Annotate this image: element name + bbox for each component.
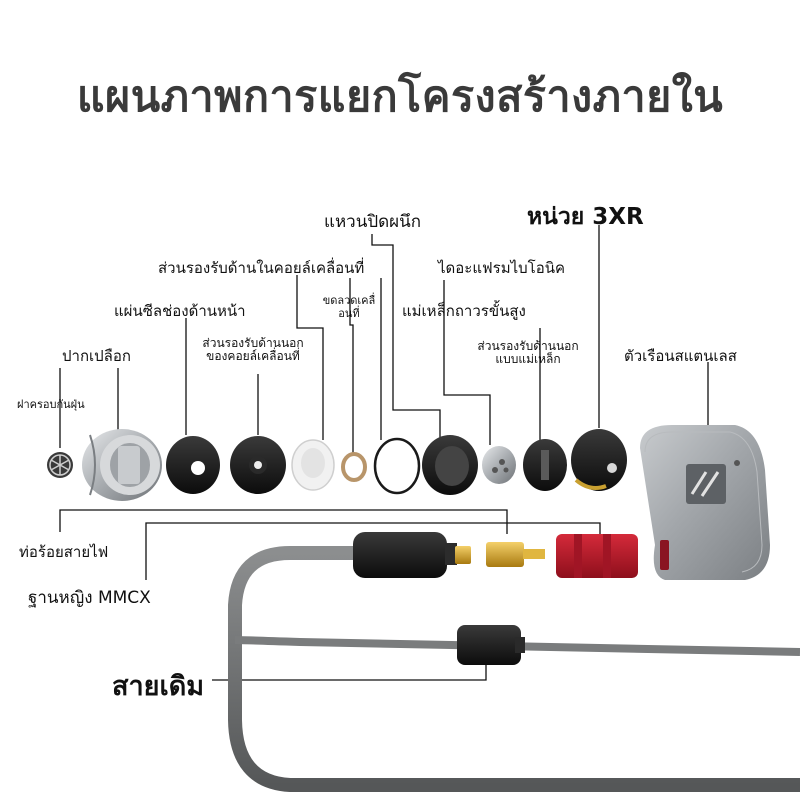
- label-driver-unit: หน่วย 3XR: [527, 204, 644, 230]
- label-wire-conduit: ท่อร้อยสายไฟ: [19, 543, 109, 561]
- cable: [228, 532, 800, 792]
- label-nozzle: ปากเปลือก: [62, 347, 131, 365]
- magnet-icon: [482, 446, 516, 484]
- label-seal-ring: แหวนปิดผนึก: [324, 212, 422, 232]
- voice-coil-icon: [341, 452, 367, 482]
- label-mmcx-socket: ฐานหญิง MMCX: [28, 588, 151, 608]
- diaphragm-icon: [422, 435, 478, 495]
- label-high-magnet: แม่เหล็กถาวรขั้นสูง: [402, 302, 526, 320]
- page-title: แผนภาพการแยกโครงสร้างภายใน: [76, 72, 724, 122]
- front-seal-pad-icon: [166, 436, 220, 494]
- outer-coil-support-icon: [230, 436, 286, 494]
- dust-cover-icon: [47, 452, 73, 478]
- seal-ring-icon: [373, 437, 421, 495]
- nozzle-icon: [82, 429, 162, 501]
- label-dust-cover: ฝาครอบกันฝุ่น: [17, 398, 85, 411]
- outer-magnet-support-icon: [523, 439, 567, 491]
- label-inner-coil-support: ส่วนรองรับด้านในคอยล์เคลื่อนที่: [158, 259, 365, 277]
- label-steel-housing: ตัวเรือนสแตนเลส: [624, 347, 737, 365]
- driver-unit-icon: [571, 429, 627, 491]
- label-original-cable: สายเดิม: [112, 671, 205, 702]
- inner-coil-support-icon: [291, 439, 335, 491]
- steel-housing-icon: [640, 425, 770, 580]
- label-front-seal-pad: แผ่นซีลช่องด้านหน้า: [114, 302, 246, 320]
- label-coil-wire: ขดลวดเคลื่อนที่: [322, 294, 376, 320]
- label-outer-magnet-support: ส่วนรองรับด้านนอกแบบแม่เหล็ก: [477, 339, 579, 366]
- label-bionic-diaphragm: ไดอะแฟรมไบโอนิค: [438, 259, 566, 277]
- leader-lines: [59, 225, 709, 681]
- label-outer-coil-support: ส่วนรองรับด้านนอกของคอยล์เคลื่อนที่: [202, 336, 304, 363]
